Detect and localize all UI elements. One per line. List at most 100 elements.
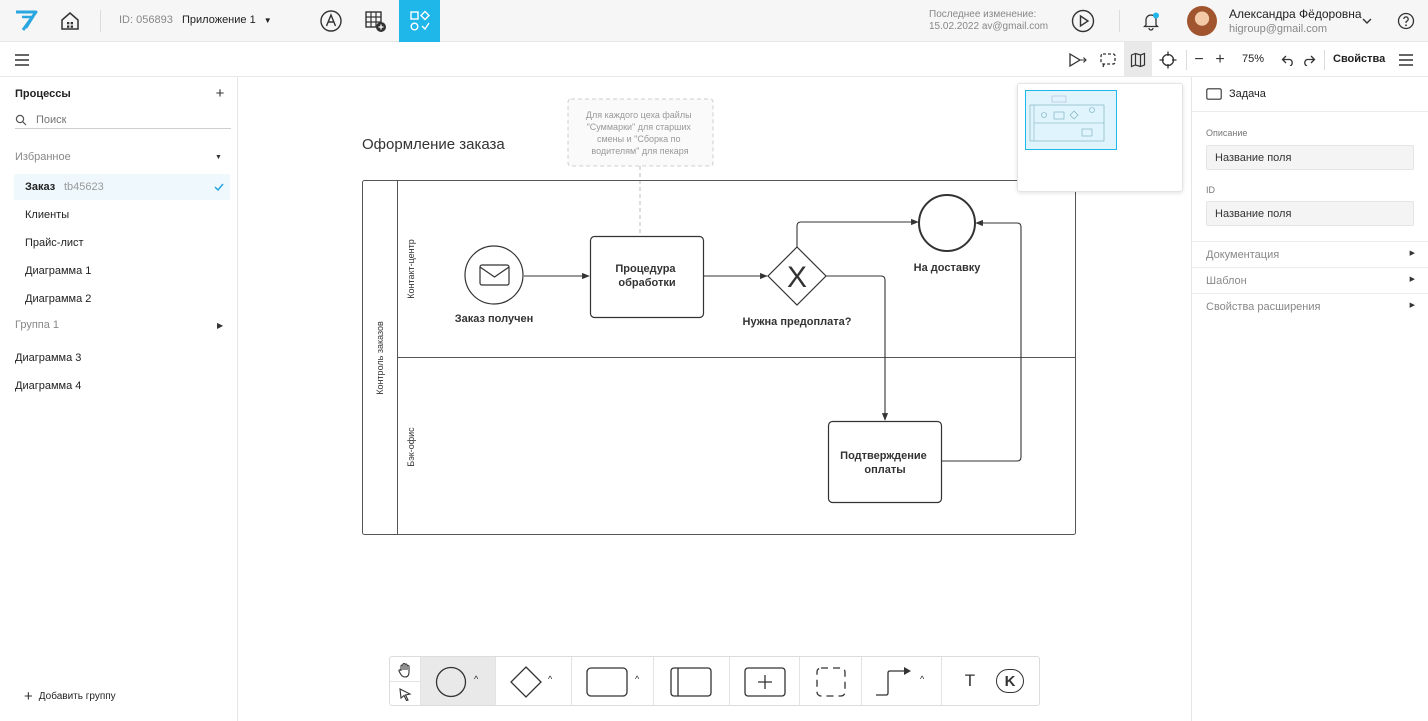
process-sidebar: Процессы + Избранное ▼ Заказ tb45623 Кли…: [0, 77, 238, 721]
chevron-up-icon[interactable]: ^: [548, 674, 553, 684]
pointer-tool-icon[interactable]: [395, 684, 415, 704]
sidebar-item-clients[interactable]: Клиенты: [25, 209, 70, 221]
description-field[interactable]: Название поля: [1206, 145, 1414, 170]
hand-tool-icon[interactable]: [395, 660, 415, 680]
avatar[interactable]: [1187, 6, 1217, 36]
section-label: Свойства расширения: [1206, 301, 1321, 313]
sidebar-item-diagram-1[interactable]: Диаграмма 1: [25, 265, 92, 277]
chevron-right-icon: ▶: [1409, 250, 1415, 257]
chevron-down-icon[interactable]: ▼: [215, 154, 222, 161]
event-circle-icon: [435, 666, 467, 698]
task-processing[interactable]: Процедура обработки: [589, 235, 705, 319]
start-event[interactable]: [464, 245, 524, 305]
chevron-up-icon[interactable]: ^: [920, 674, 925, 684]
text-annotation[interactable]: Для каждого цеха файлы "Суммарки" для ст…: [567, 98, 714, 167]
text-tool-icon[interactable]: T: [964, 671, 976, 690]
sidebar-item-order[interactable]: Заказ tb45623: [14, 174, 230, 200]
user-info[interactable]: Александра Фёдоровна higroup@gmail.com: [1229, 7, 1362, 37]
task-payment-confirmation[interactable]: Подтверждение оплаты: [827, 420, 943, 504]
gateway-diamond-icon: [510, 666, 542, 698]
chevron-down-icon: ▼: [263, 15, 272, 25]
properties-button[interactable]: Свойства: [1333, 53, 1386, 65]
section-extension-properties[interactable]: Свойства расширения ▶: [1192, 293, 1428, 319]
chevron-up-icon[interactable]: ^: [474, 674, 479, 684]
favorites-label[interactable]: Избранное: [15, 151, 71, 163]
start-event-label: Заказ получен: [455, 313, 534, 325]
pool[interactable]: [362, 180, 1076, 535]
palette-gateway[interactable]: ^: [496, 657, 572, 705]
search-icon: [15, 114, 27, 125]
center-view-icon[interactable]: [1157, 49, 1179, 71]
pool-icon: [670, 667, 712, 697]
id-field[interactable]: Название поля: [1206, 201, 1414, 226]
id-label: ID: [1206, 185, 1215, 195]
add-process-icon[interactable]: +: [215, 84, 225, 102]
zoom-in-icon[interactable]: +: [1215, 51, 1225, 68]
last-change-label: Последнее изменение:: [929, 9, 1037, 20]
minimap-icon[interactable]: [1124, 42, 1152, 77]
lasso-select-icon[interactable]: [1097, 49, 1119, 71]
palette-subprocess[interactable]: [730, 657, 800, 705]
app-selector[interactable]: Приложение 1 ▼: [182, 14, 272, 26]
home-icon[interactable]: [56, 8, 84, 34]
add-table-icon[interactable]: [362, 8, 388, 34]
search-box[interactable]: [15, 111, 231, 129]
palette-pool[interactable]: [654, 657, 730, 705]
minimap-viewport[interactable]: [1025, 90, 1117, 150]
palette-group[interactable]: [800, 657, 862, 705]
more-menu-icon[interactable]: [1396, 50, 1416, 70]
sequence-flow[interactable]: [796, 218, 919, 247]
section-label: Документация: [1206, 249, 1280, 261]
diagram-canvas[interactable]: Оформление заказа Для каждого цеха файлы…: [238, 77, 1191, 721]
palette-task[interactable]: ^: [572, 657, 654, 705]
last-change: Последнее изменение: 15.02.2022 av@gmail…: [929, 9, 1048, 33]
chevron-down-icon[interactable]: [1360, 14, 1374, 28]
end-event[interactable]: [918, 194, 976, 252]
element-type-header: Задача: [1206, 88, 1266, 100]
k-tool-icon[interactable]: K: [996, 669, 1024, 693]
lane-label: Контакт-центр: [406, 239, 416, 299]
sequence-flow[interactable]: [942, 219, 1022, 462]
exclusive-gateway[interactable]: X: [767, 246, 827, 306]
automation-icon[interactable]: [318, 8, 344, 34]
section-documentation[interactable]: Документация ▶: [1192, 241, 1428, 267]
gateway-x-icon: X: [787, 261, 807, 294]
zoom-out-icon[interactable]: −: [1194, 51, 1204, 68]
sidebar-title: Процессы: [15, 88, 71, 100]
group-label[interactable]: Группа 1: [15, 319, 60, 331]
top-bar: ID: 056893 Приложение 1 ▼ Последнее изме…: [0, 0, 1428, 42]
group-dashed-icon: [816, 667, 846, 697]
palette-connector[interactable]: ^: [862, 657, 942, 705]
process-designer-icon[interactable]: [399, 0, 440, 42]
chevron-right-icon[interactable]: ▶: [217, 321, 224, 330]
sidebar-item-diagram-2[interactable]: Диаграмма 2: [25, 293, 92, 305]
simulate-icon[interactable]: [1066, 49, 1088, 71]
zoom-level[interactable]: 75%: [1242, 53, 1265, 65]
envelope-icon: [479, 264, 510, 286]
properties-panel: Задача Описание Название поля ID Названи…: [1191, 77, 1428, 721]
add-group-label: Добавить группу: [38, 691, 116, 702]
section-template[interactable]: Шаблон ▶: [1192, 267, 1428, 293]
redo-icon[interactable]: [1300, 49, 1318, 71]
minimap[interactable]: [1017, 83, 1183, 192]
description-label: Описание: [1206, 128, 1248, 138]
bpmn-diagram[interactable]: Оформление заказа Для каждого цеха файлы…: [238, 77, 1191, 721]
menu-icon[interactable]: [12, 50, 32, 70]
subprocess-icon: [744, 667, 786, 697]
search-input[interactable]: [36, 113, 216, 126]
notification-bell-icon[interactable]: [1140, 10, 1162, 32]
user-name: Александра Фёдоровна: [1229, 7, 1362, 21]
logo-icon[interactable]: [12, 8, 40, 34]
palette-event[interactable]: ^: [421, 657, 496, 705]
run-icon[interactable]: [1070, 8, 1096, 34]
end-event-label: На доставку: [914, 262, 982, 274]
help-icon[interactable]: [1396, 11, 1416, 31]
sidebar-item-diagram-4[interactable]: Диаграмма 4: [15, 380, 82, 392]
add-group-button[interactable]: + Добавить группу: [24, 688, 116, 705]
undo-icon[interactable]: [1279, 49, 1297, 71]
sidebar-item-diagram-3[interactable]: Диаграмма 3: [15, 352, 82, 364]
chevron-up-icon[interactable]: ^: [635, 674, 640, 684]
sidebar-item-pricelist[interactable]: Прайс-лист: [25, 237, 84, 249]
sequence-flow[interactable]: [826, 275, 889, 421]
annotation-line: "Суммарки" для старших: [587, 122, 692, 132]
